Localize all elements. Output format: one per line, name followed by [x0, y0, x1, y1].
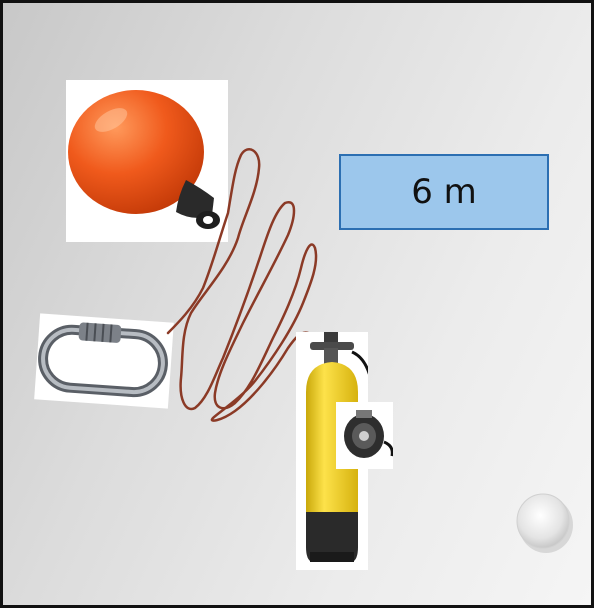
lens-icon	[3, 3, 594, 608]
